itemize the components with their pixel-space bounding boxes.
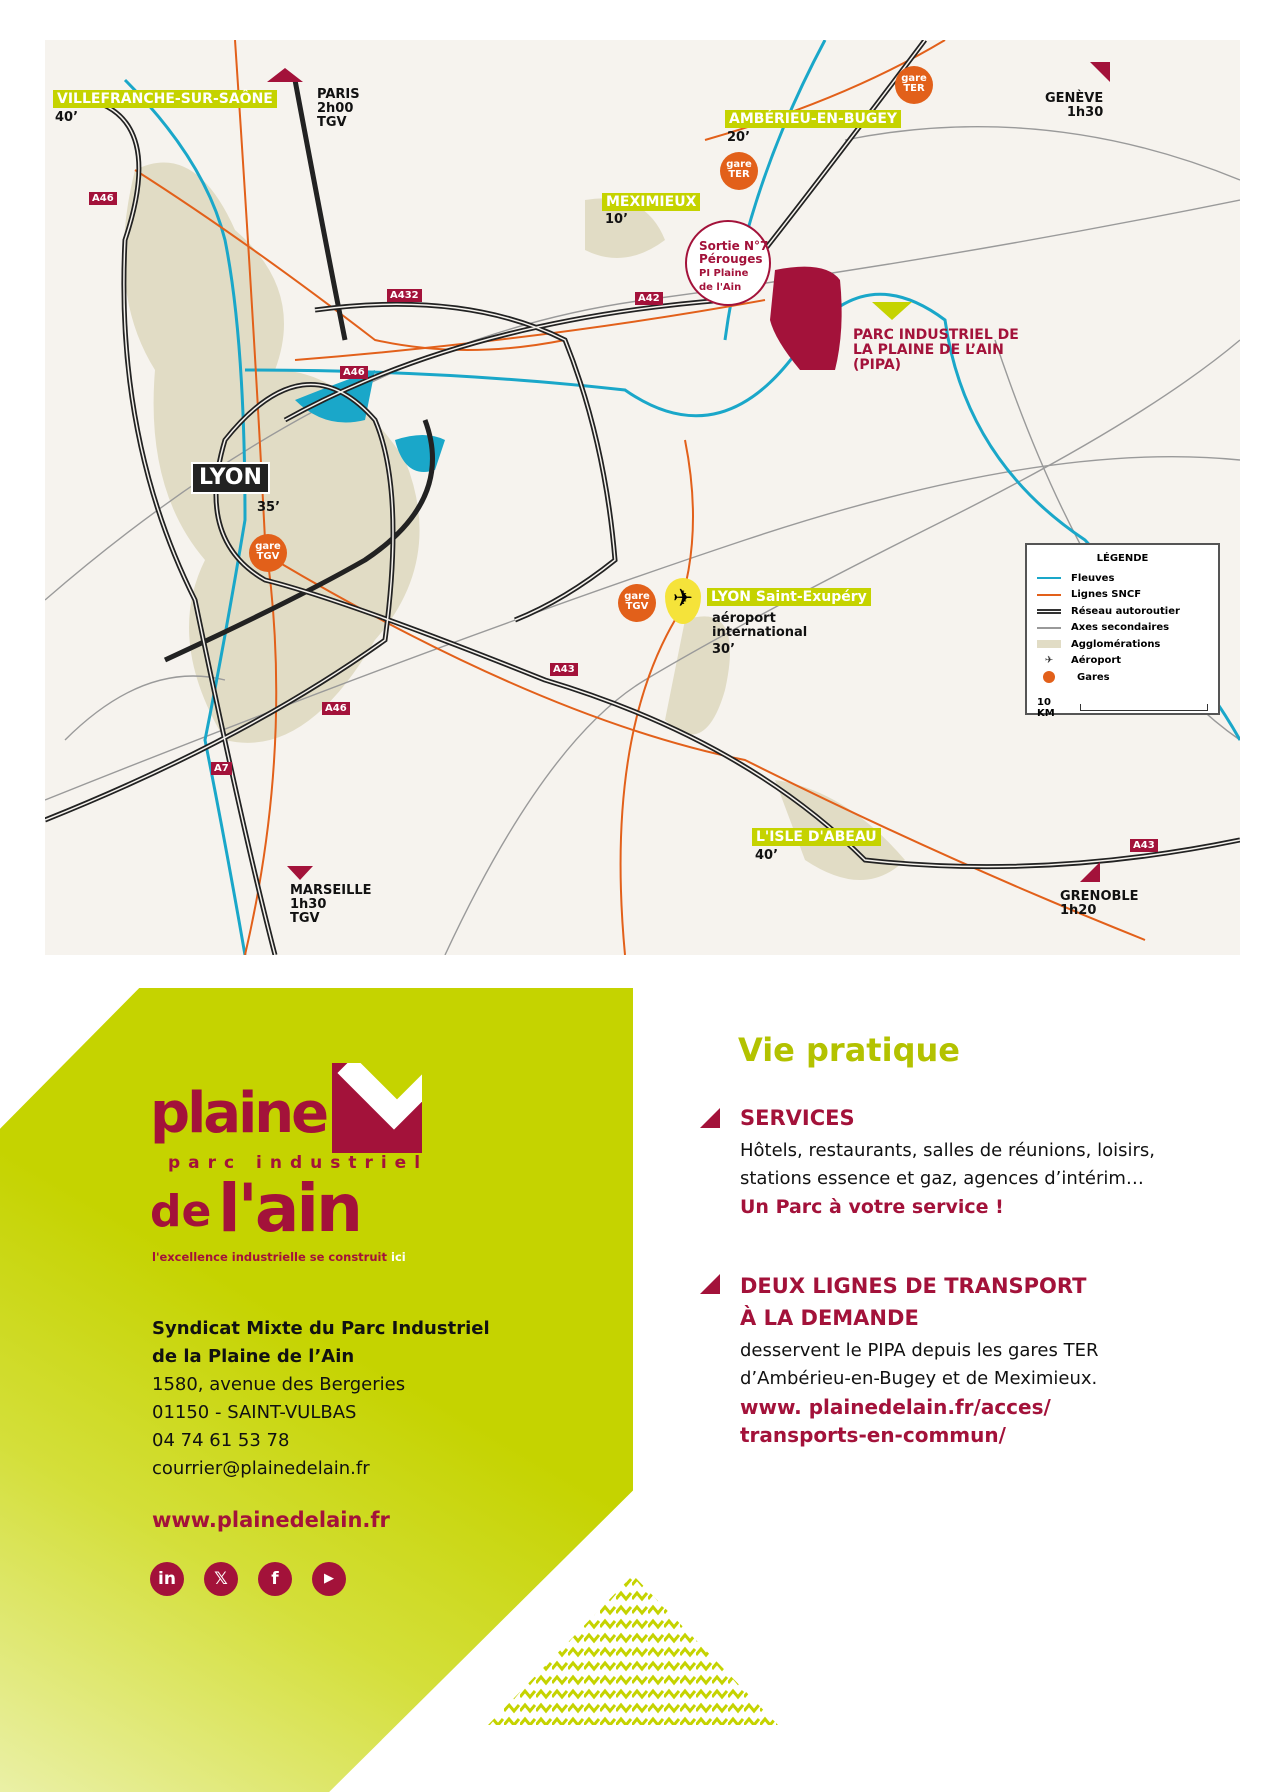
river-swatch: [1037, 577, 1061, 580]
road-label: A432: [387, 289, 422, 302]
map-background: [45, 40, 1240, 955]
section-title: Vie pratique: [738, 1031, 960, 1069]
transport-link[interactable]: www. plainedelain.fr/acces/: [740, 1395, 1051, 1419]
geneve-arrow: [1090, 62, 1110, 82]
legend-title: LÉGENDE: [1096, 553, 1149, 564]
road-label: A46: [89, 192, 117, 205]
services-heading: SERVICES: [740, 1106, 855, 1130]
highway-swatch: [1037, 608, 1061, 614]
airport-icon: ✈: [665, 578, 701, 624]
marseille-arrow: [287, 866, 313, 880]
travel-time: 40’: [755, 848, 779, 863]
legend-item: Fleuves: [1071, 572, 1115, 584]
decorative-zigzag-triangle: [488, 1575, 778, 1725]
bullet-triangle-icon: [700, 1108, 720, 1128]
rail-swatch: [1037, 593, 1061, 596]
road-swatch: [1037, 626, 1061, 629]
pipa-area: [770, 266, 842, 370]
travel-time: 30’: [712, 642, 736, 657]
logo-text: de: [150, 1186, 212, 1237]
transport-text: desservent le PIPA depuis les gares TER: [740, 1340, 1099, 1361]
logo-text: l'ain: [218, 1170, 363, 1247]
legend-item: Réseau autoroutier: [1071, 605, 1180, 617]
logo-subtitle: parc industriel: [168, 1153, 429, 1173]
bullet-triangle-icon: [700, 1274, 720, 1294]
transport-link[interactable]: transports-en-commun/: [740, 1423, 1006, 1447]
email-link[interactable]: courrier@plainedelain.fr: [152, 1458, 370, 1479]
city-label: L'ISLE D'ABEAU: [752, 828, 881, 846]
transport-heading: À LA DEMANDE: [740, 1306, 919, 1330]
scale-bar: [1079, 704, 1208, 712]
station-icon: [1043, 671, 1055, 684]
services-text: stations essence et gaz, agences d’intér…: [740, 1168, 1144, 1189]
transport-heading: DEUX LIGNES DE TRANSPORT: [740, 1274, 1087, 1298]
organization-name: Syndicat Mixte du Parc Industriel: [152, 1318, 490, 1339]
linkedin-icon[interactable]: in: [150, 1562, 184, 1596]
address-city: 01150 - SAINT-VULBAS: [152, 1402, 357, 1423]
x-twitter-icon[interactable]: 𝕏: [204, 1562, 238, 1596]
organization-name: de la Plaine de l’Ain: [152, 1346, 355, 1367]
travel-time: 35’: [257, 500, 281, 515]
city-label: AMBÉRIEU-EN-BUGEY: [725, 110, 902, 128]
paris-arrow: [267, 68, 303, 82]
city-label: LYON Saint-Exupéry: [707, 588, 871, 606]
logo: plaine parc industriel de l'ain l'excell…: [150, 1060, 430, 1270]
travel-time: 20’: [727, 130, 751, 145]
road-label: A43: [1130, 839, 1158, 852]
website-link[interactable]: www.plainedelain.fr: [152, 1508, 390, 1532]
youtube-icon[interactable]: ▶: [312, 1562, 346, 1596]
city-label: VILLEFRANCHE-SUR-SAÔNE: [53, 90, 277, 108]
travel-time: 40’: [55, 110, 79, 125]
road-label: A43: [550, 663, 578, 676]
road-label: A46: [340, 366, 368, 379]
logo-tagline: l'excellence industrielle se construit i…: [152, 1250, 406, 1264]
legend-item: Axes secondaires: [1071, 622, 1170, 634]
airport-icon: ✈: [1044, 655, 1054, 667]
lyon-label: LYON: [191, 462, 270, 494]
legend-item: Gares: [1077, 671, 1110, 683]
road-label: A46: [322, 702, 350, 715]
services-text: Hôtels, restaurants, salles de réunions,…: [740, 1140, 1156, 1161]
pipa-label: PARC INDUSTRIEL DE LA PLAINE DE L’AIN (P…: [853, 327, 1019, 373]
logo-text: plaine: [150, 1081, 329, 1146]
map-legend: LÉGENDE Fleuves Lignes SNCF Réseau autor…: [1025, 543, 1220, 719]
legend-item: Lignes SNCF: [1071, 589, 1142, 601]
address-street: 1580, avenue des Bergeries: [152, 1374, 406, 1395]
transport-text: d’Ambérieu-en-Bugey et de Meximieux.: [740, 1368, 1098, 1389]
road-label: A7: [211, 762, 232, 775]
scale-label: 10 KM: [1037, 696, 1055, 719]
urban-swatch: [1037, 640, 1061, 649]
facebook-icon[interactable]: f: [258, 1562, 292, 1596]
travel-time: 10’: [605, 212, 629, 227]
road-label: A42: [635, 292, 663, 305]
access-map: VILLEFRANCHE-SUR-SAÔNE 40’ AMBÉRIEU-EN-B…: [45, 40, 1240, 955]
grenoble-arrow: [1080, 862, 1100, 882]
pipa-marker: [872, 302, 912, 320]
services-tagline: Un Parc à votre service !: [740, 1196, 1004, 1218]
city-label: MEXIMIEUX: [602, 193, 701, 211]
legend-item: Agglomérations: [1071, 638, 1161, 650]
legend-item: Aéroport: [1071, 655, 1122, 667]
logo-mark: [332, 1063, 422, 1153]
phone-number: 04 74 61 53 78: [152, 1430, 290, 1451]
